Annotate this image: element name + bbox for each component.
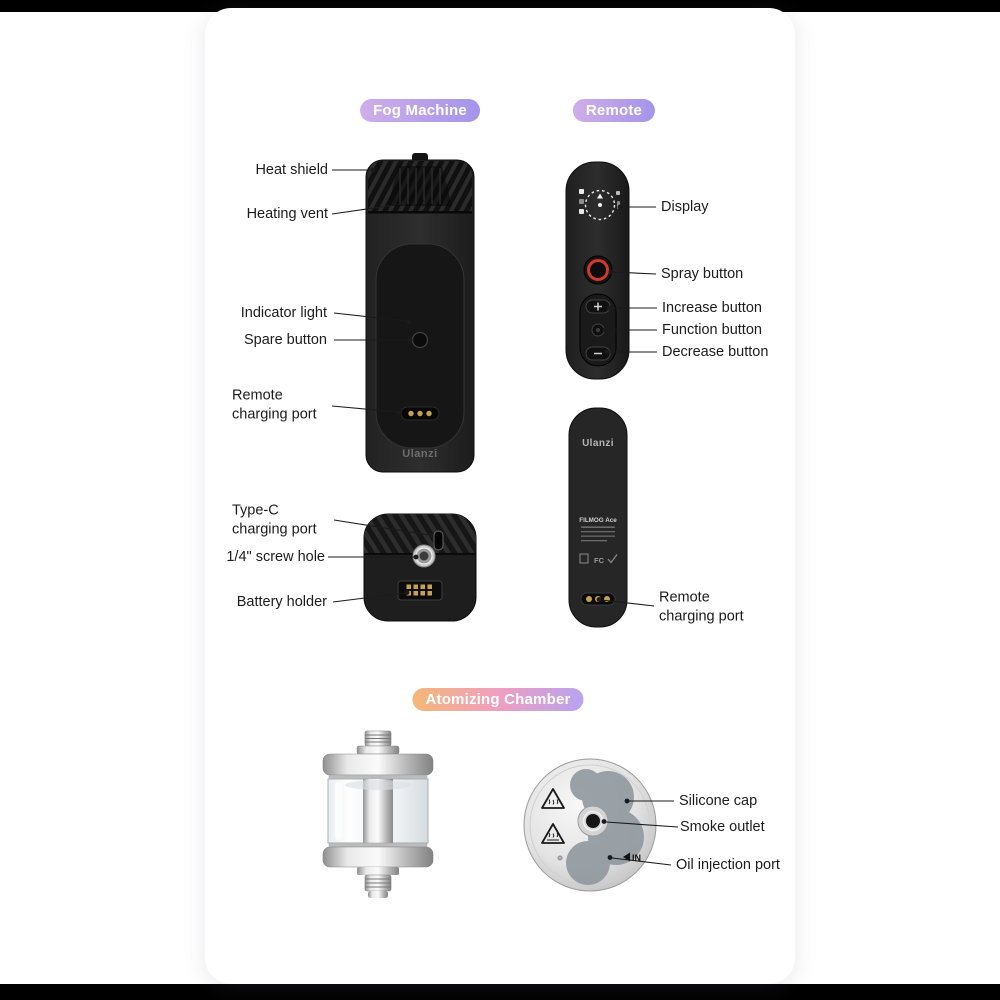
quarter-inch-screw-hole xyxy=(412,544,436,568)
label-line: charging port xyxy=(232,521,317,537)
decrease-button xyxy=(585,346,611,361)
top-flange xyxy=(322,753,434,776)
remote-front-illustration xyxy=(565,161,630,380)
top-collar xyxy=(356,745,400,755)
remote-charging-port-contacts xyxy=(400,406,440,421)
top-thread xyxy=(364,730,392,747)
label-line: charging port xyxy=(232,406,317,422)
label-heat-shield: Heat shield xyxy=(255,161,328,178)
heat-shield-grille xyxy=(368,161,472,212)
bottom-black-bar xyxy=(0,984,1000,1000)
label-decrease-button: Decrease button xyxy=(662,343,769,360)
bottom-thread xyxy=(364,874,392,898)
in-marking-text: IN xyxy=(632,853,641,863)
remote-section-badge: Remote xyxy=(572,99,656,122)
spare-button-with-indicator-light xyxy=(411,331,429,349)
model-name-text: FILMOG Ace xyxy=(579,517,617,524)
bottom-collar xyxy=(357,867,399,875)
spray-button xyxy=(583,255,613,285)
alignment-hole xyxy=(557,855,563,861)
label-remote-charging-port-remote: Remote charging port xyxy=(659,589,744,626)
battery-holder-contacts xyxy=(397,580,443,601)
label-line: Type-C xyxy=(232,502,279,519)
bottom-plate xyxy=(328,842,428,848)
atomizing-chamber-section-badge: Atomizing Chamber xyxy=(412,688,584,711)
fog-machine-front-illustration: Ulanzi xyxy=(365,153,475,473)
label-oil-injection-port: Oil injection port xyxy=(676,856,780,873)
hot-surface-warning-icon xyxy=(541,788,565,809)
atomizing-chamber-illustration xyxy=(322,730,434,898)
label-heating-vent: Heating vent xyxy=(246,205,328,222)
label-spray-button: Spray button xyxy=(661,265,744,282)
label-line: charging port xyxy=(659,608,744,624)
fog-machine-bottom-illustration xyxy=(363,513,477,622)
remote-charging-contacts xyxy=(580,592,616,606)
type-c-port xyxy=(433,530,444,551)
label-line: Remote xyxy=(659,589,710,606)
label-spare-button: Spare button xyxy=(243,331,327,348)
label-line: Remote xyxy=(232,387,283,404)
label-function-button: Function button xyxy=(662,321,762,338)
remote-brand-logo: Ulanzi xyxy=(582,438,614,449)
bottom-flange xyxy=(322,846,434,868)
weee-bin-icon xyxy=(579,553,589,564)
label-smoke-outlet: Smoke outlet xyxy=(680,818,765,835)
fog-machine-section-badge: Fog Machine xyxy=(360,99,480,122)
label-increase-button: Increase button xyxy=(662,299,762,316)
label-silicone-cap: Silicone cap xyxy=(679,792,758,809)
label-remote-charging-port-fog: Remote charging port xyxy=(232,387,317,424)
certification-marks: FC xyxy=(579,553,618,565)
diagram-card xyxy=(205,8,795,984)
label-indicator-light: Indicator light xyxy=(240,304,327,321)
steam-burn-warning-icon xyxy=(541,823,565,844)
vent-separator xyxy=(368,211,472,214)
atomizing-chamber-bottom-illustration: IN xyxy=(523,758,657,892)
glass-chamber xyxy=(327,778,429,844)
check-mark-icon xyxy=(607,554,618,564)
remote-back-body xyxy=(568,407,628,628)
label-battery-holder: Battery holder xyxy=(236,593,327,610)
spec-label-text: FILMOG Ace xyxy=(579,517,617,542)
smoke-outlet-hole xyxy=(577,805,609,837)
label-screw-hole: 1/4" screw hole xyxy=(226,548,325,565)
increase-button xyxy=(585,299,611,314)
top-plate xyxy=(328,774,428,780)
label-type-c-charging-port: Type-C charging port xyxy=(232,502,317,539)
function-button xyxy=(591,323,605,337)
remote-back-illustration: Ulanzi FILMOG Ace FC xyxy=(568,407,628,628)
fcc-mark-icon: FC xyxy=(594,556,605,565)
fog-machine-brand-logo: Ulanzi xyxy=(402,448,437,460)
label-display: Display xyxy=(661,198,709,215)
